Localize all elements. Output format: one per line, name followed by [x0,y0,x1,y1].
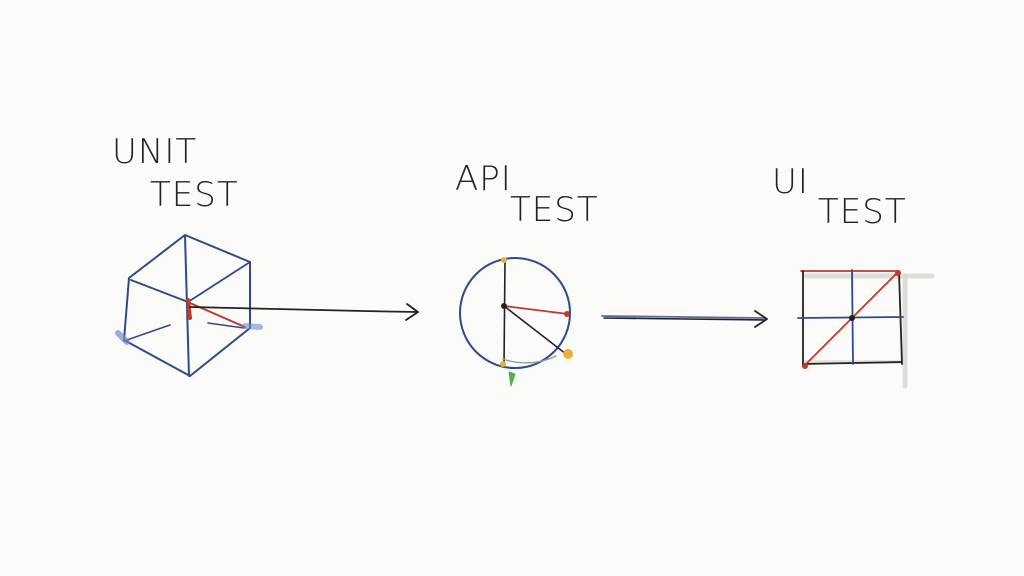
unit-label-line1: UNIT [112,132,198,172]
arrow-api-to-ui [601,310,768,328]
ui-label-line1: UI [772,162,809,202]
grid-icon [797,269,935,389]
circle-clock-icon [459,257,573,387]
api-label-line2: TEST [510,190,599,230]
cube-icon [115,234,263,377]
api-label-line1: API [455,159,512,199]
arrow-unit-to-api [189,303,419,321]
unit-label-line2: TEST [150,175,239,215]
ui-label-line2: TEST [818,192,907,232]
